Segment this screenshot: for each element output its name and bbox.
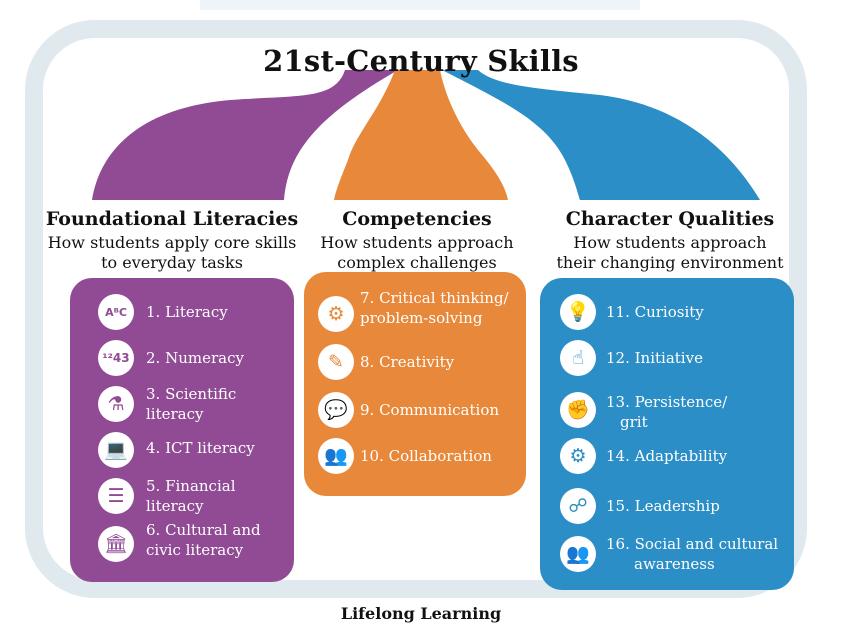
column-title-character: Character Qualities xyxy=(565,208,775,230)
item-label: 9. Communication xyxy=(360,401,500,419)
item-label: awareness xyxy=(634,555,715,573)
column-desc-competencies: How students approach complex challenges xyxy=(304,233,530,273)
gears-icon: ⚙ xyxy=(560,438,596,474)
desc-line: How students approach xyxy=(320,233,514,252)
item-label: 3. Scientific xyxy=(146,385,237,403)
laptop-icon: 💻 xyxy=(98,432,134,468)
letters-abcde-icon: AᴮC xyxy=(98,294,134,330)
panel-competencies: ⚙ 7. Critical thinking/ problem-solving … xyxy=(304,272,526,496)
item-label: 16. Social and cultural xyxy=(606,535,779,553)
item-label: 1. Literacy xyxy=(146,303,228,321)
item-label: civic literacy xyxy=(146,541,244,559)
item-label: 11. Curiosity xyxy=(606,303,704,321)
column-icon: 🏛 xyxy=(98,526,134,562)
hierarchy-icon: ☍ xyxy=(560,488,596,524)
panel-character-qualities: 💡 11. Curiosity ☝ 12. Initiative ✊ 13. P… xyxy=(540,278,794,590)
column-title-competencies: Competencies xyxy=(342,208,492,230)
item-label: 4. ICT literacy xyxy=(146,439,255,457)
footer-lifelong-learning: Lifelong Learning xyxy=(340,604,502,623)
item-label: 7. Critical thinking/ xyxy=(360,289,509,307)
top-tint xyxy=(200,0,640,10)
item-label: 2. Numeracy xyxy=(146,349,244,367)
item-label: 12. Initiative xyxy=(606,349,703,367)
people-icon: 👥 xyxy=(560,536,596,572)
lightbulb-icon: 💡 xyxy=(560,294,596,330)
item-label: literacy xyxy=(146,405,204,423)
pencil-ruler-icon: ✎ xyxy=(318,344,354,380)
item-label: 13. Persistence/ xyxy=(606,393,728,411)
panel-foundational-literacies: AᴮC 1. Literacy ¹²43 2. Numeracy ⚗ 3. Sc… xyxy=(70,278,294,582)
desc-line: complex challenges xyxy=(337,253,497,272)
coin-stack-icon: ☰ xyxy=(98,478,134,514)
item-label: 15. Leadership xyxy=(606,497,720,515)
branch-foundational xyxy=(92,70,398,200)
branch-competencies xyxy=(334,70,508,200)
people-group-icon: 👥 xyxy=(318,438,354,474)
item-label: grit xyxy=(620,413,648,431)
desc-line: to everyday tasks xyxy=(101,253,243,272)
desc-line: their changing environment xyxy=(556,253,784,272)
item-label: 5. Financial xyxy=(146,477,236,495)
desc-line: How students apply core skills xyxy=(47,233,297,252)
speech-bubble-icon: 💬 xyxy=(318,392,354,428)
column-desc-foundational: How students apply core skills to everyd… xyxy=(30,233,314,273)
hand-pointer-icon: ☝ xyxy=(560,340,596,376)
page-title: 21st-Century Skills xyxy=(263,44,579,78)
branch-character xyxy=(442,70,760,200)
item-label: literacy xyxy=(146,497,204,515)
head-gears-icon: ⚙ xyxy=(318,296,354,332)
numbers-icon: ¹²43 xyxy=(98,340,134,376)
item-label: 8. Creativity xyxy=(360,353,455,371)
item-label: 6. Cultural and xyxy=(146,521,261,539)
item-label: 10. Collaboration xyxy=(360,447,492,465)
flask-icon: ⚗ xyxy=(98,386,134,422)
column-title-foundational: Foundational Literacies xyxy=(45,208,299,230)
fist-icon: ✊ xyxy=(560,392,596,428)
desc-line: How students approach xyxy=(573,233,767,252)
item-label: 14. Adaptability xyxy=(606,447,728,465)
item-label: problem-solving xyxy=(360,309,483,327)
column-desc-character: How students approach their changing env… xyxy=(530,233,810,273)
